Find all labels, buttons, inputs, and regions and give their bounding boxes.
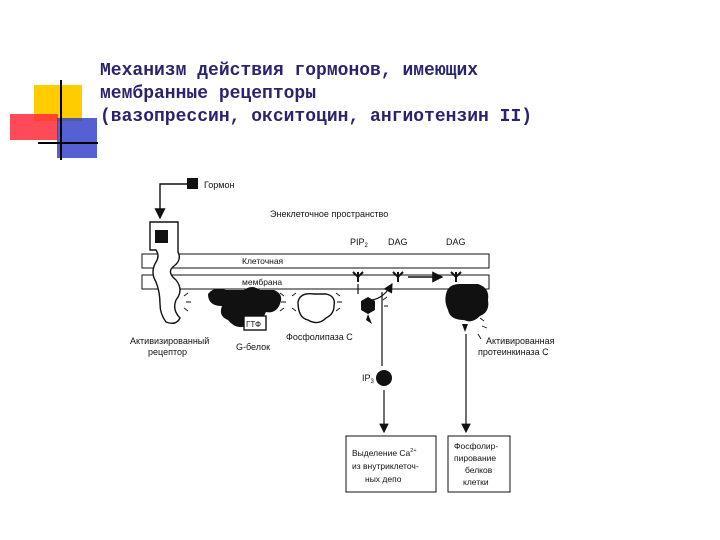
receptor-shape (149, 221, 181, 325)
phospholipase-c-label: Фосфолипаза С (286, 332, 353, 342)
deco-red-square (10, 114, 58, 140)
phosphorylation-box (447, 435, 511, 493)
pip2-label: PIP2 (350, 237, 369, 249)
hormone-icon (187, 178, 198, 189)
slide-title: Механизм действия гормонов, имеющих мемб… (100, 60, 660, 129)
gtp-label: ГТФ (246, 320, 261, 329)
kinase-stub (462, 324, 468, 332)
deco-blue-square (57, 118, 97, 158)
gtp-box (243, 315, 267, 331)
phosphorylation-line2: пирование (454, 453, 496, 463)
activated-receptor-label-line1: Активизированный (130, 336, 209, 346)
enzyme-pointer (366, 314, 372, 324)
deco-vertical-line (60, 80, 62, 160)
dag-release-line (371, 282, 393, 301)
dag-label-2: DAG (446, 237, 466, 247)
activated-kinase-label-line1: Активированная (486, 336, 555, 346)
extracellular-label: Энеклеточное пространство (270, 209, 388, 219)
phosphorylation-line1: Фосфолир- (454, 441, 498, 451)
calcium-release-line2: из внутриклеточ- (352, 461, 419, 471)
enzyme-hexagon (361, 297, 375, 314)
title-line-3: (вазопрессин, окситоцин, ангиотензин II) (100, 107, 533, 127)
activation-sparks (183, 292, 488, 340)
activated-kinase-label-line2: протеинкиназа С (478, 347, 549, 357)
g-protein-label: G-белок (236, 342, 270, 352)
membrane-label-line1: Клеточная (242, 256, 284, 266)
membrane-outer-layer (141, 253, 490, 269)
lipid-markers (352, 271, 462, 282)
hormone-arrow (154, 183, 187, 220)
ip3-label: IP3 (362, 373, 375, 385)
protein-kinase-c-shape (445, 284, 489, 322)
activated-receptor-label-line2: рецептор (148, 347, 187, 357)
phosphorylation-line3: белков (465, 465, 493, 475)
calcium-release-line1: Выделение Ca2+ (352, 448, 417, 458)
calcium-release-line3: ных депо (365, 474, 402, 484)
membrane-inner-layer (141, 274, 490, 290)
title-line-1: Механизм действия гормонов, имеющих (100, 61, 479, 81)
membrane-label-line2: мембрана (242, 277, 282, 287)
phospholipase-c-shape (297, 292, 336, 324)
deco-horizontal-line (38, 142, 98, 144)
receptor-bound-hormone (155, 230, 168, 243)
ip3-molecule (376, 370, 392, 386)
hormone-label: Гормон (204, 180, 234, 190)
calcium-release-box (345, 435, 437, 493)
dag-label-1: DAG (388, 237, 408, 247)
phosphorylation-line4: клетки (463, 477, 489, 487)
title-line-2: мембранные рецепторы (100, 84, 317, 104)
